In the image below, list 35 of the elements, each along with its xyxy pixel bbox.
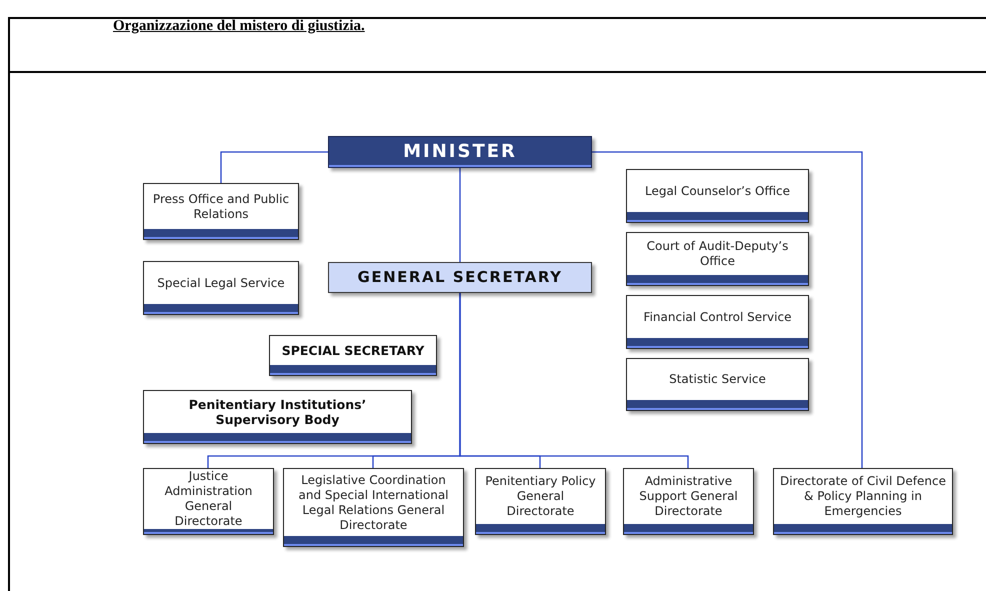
office-box xyxy=(283,468,464,547)
office-box xyxy=(269,335,437,376)
node-label: Directorate of Civil Defence & Policy Planning in Emergencies xyxy=(780,474,946,519)
node-label: Financial Control Service xyxy=(644,310,792,324)
node-label: Legal Counselor’s Office xyxy=(644,184,790,198)
office-box xyxy=(626,232,809,286)
office-box xyxy=(143,468,274,535)
office-box xyxy=(626,358,809,411)
node-label: Justice Administration General Directorate xyxy=(164,469,254,529)
node-label: MINISTER xyxy=(403,144,517,158)
office-box xyxy=(623,468,754,535)
office-box xyxy=(143,261,299,315)
office-box xyxy=(475,468,606,535)
office-box xyxy=(143,183,299,240)
page-title: Organizzazione del mistero di giustizia. xyxy=(113,17,365,35)
connector-line xyxy=(592,151,863,468)
connector-line xyxy=(220,151,328,183)
connector-line xyxy=(459,293,689,468)
node-label: Court of Audit-Deputy’s Office xyxy=(646,239,790,269)
node-label: SPECIAL SECRETARY xyxy=(282,343,424,358)
minister-box xyxy=(328,136,592,168)
office-box xyxy=(143,390,412,444)
office-box xyxy=(773,468,953,535)
node-label: Penitentiary Institutions’ Supervisory Body xyxy=(188,397,368,427)
office-box xyxy=(626,295,809,349)
node-label: Special Legal Service xyxy=(157,276,285,290)
node-label: Statistic Service xyxy=(669,372,766,387)
node-label: Penitentiary Policy General Directorate xyxy=(484,474,597,519)
node-label: Press Office and Public Relations xyxy=(152,192,290,222)
node-label: Administrative Support General Directorate xyxy=(638,474,739,519)
node-label: Legislative Coordination and Special International Legal Relations General Directorate xyxy=(297,472,450,532)
connector-line xyxy=(459,168,461,262)
office-box xyxy=(626,169,809,223)
secretary-box xyxy=(328,262,592,293)
node-label: GENERAL SECRETARY xyxy=(358,270,562,285)
